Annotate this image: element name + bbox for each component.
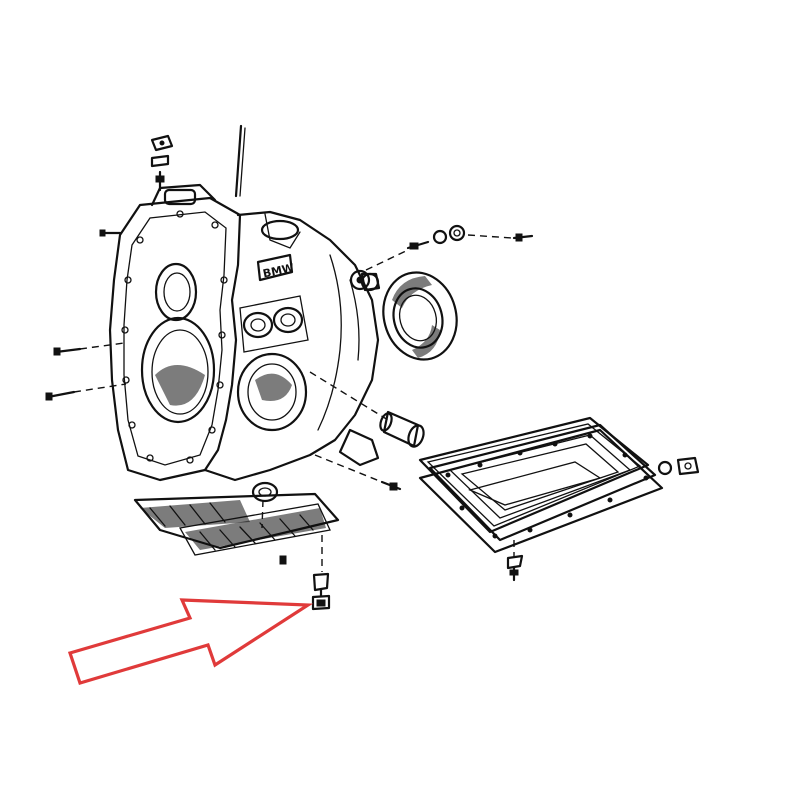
top-long-stud[interactable] [234, 124, 246, 198]
drain-plug-screw[interactable] [311, 535, 331, 611]
right-boss-nut[interactable] [360, 272, 381, 292]
oil-strainer-screen[interactable] [133, 492, 340, 565]
guide-sleeve[interactable] [309, 371, 426, 449]
strainer-mesh [140, 500, 326, 551]
oil-seal-ring[interactable] [374, 264, 466, 368]
logo-text: BMW [262, 261, 295, 280]
oil-pan-lower-bolt[interactable] [506, 540, 524, 582]
left-side-screw-top[interactable] [99, 229, 122, 237]
left-side-screw-low[interactable] [45, 383, 127, 401]
oil-pan-drain-plug[interactable] [657, 456, 700, 476]
left-side-screw-mid[interactable] [53, 342, 125, 356]
oil-pan-gasket[interactable] [418, 416, 650, 534]
oil-pan-bolt-holes [445, 433, 649, 539]
flange-bolt-holes [121, 210, 228, 464]
bmw-logo-plate: BMW [256, 253, 295, 282]
gearbox-housing[interactable]: BMW [108, 183, 380, 503]
arrow-outline-icon [67, 598, 314, 685]
top-left-bolt-stack[interactable] [150, 134, 174, 192]
lower-right-stud[interactable] [314, 454, 402, 491]
upper-right-bolt-set[interactable] [365, 224, 534, 271]
oil-pan-cover[interactable] [418, 423, 664, 554]
